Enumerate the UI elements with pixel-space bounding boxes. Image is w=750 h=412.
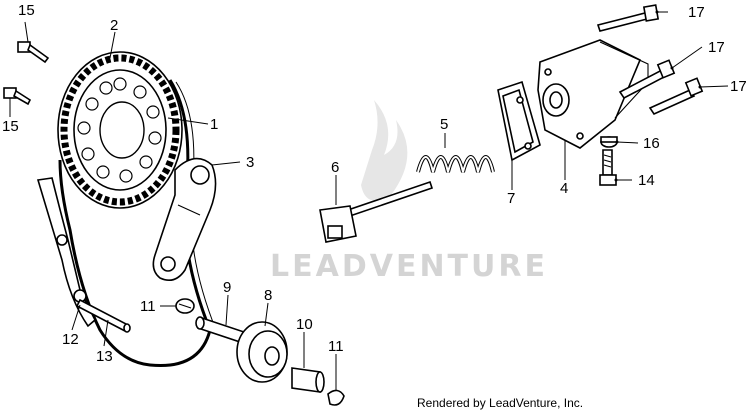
tensioner-housing-part: [537, 39, 649, 149]
bolt-part-17b: [618, 59, 676, 100]
callout-15a: 15: [18, 2, 35, 19]
callout-8: 8: [264, 287, 272, 304]
callout-2: 2: [110, 17, 118, 34]
callout-14: 14: [638, 172, 655, 189]
callout-17a: 17: [688, 4, 705, 21]
callout-11b: 11: [328, 338, 344, 355]
clip-part-11a: [175, 298, 195, 314]
spring-part: [416, 155, 495, 173]
callout-17b: 17: [708, 39, 725, 56]
callout-13: 13: [96, 348, 113, 365]
push-rod-part: [319, 180, 434, 243]
callout-1: 1: [210, 116, 218, 133]
guide-pin-part: [75, 298, 131, 333]
render-credit: Rendered by LeadVenture, Inc.: [417, 396, 584, 410]
nut-part: [600, 136, 618, 148]
watermark-flame-icon: [361, 100, 408, 201]
callout-5: 5: [440, 116, 448, 133]
stud-bolt-part: [599, 149, 617, 186]
leader-arrow-markers: [614, 10, 702, 182]
bolt-part-17c: [648, 77, 704, 116]
cam-sprocket-part: [57, 51, 183, 209]
callout-16: 16: [643, 135, 660, 152]
clip-part-11b: [327, 389, 345, 406]
bolt-part-15a: [17, 41, 50, 64]
leader-lines: [9, 11, 729, 390]
collar-part: [291, 367, 325, 393]
tensioner-roller-part: [236, 321, 288, 383]
callout-17c: 17: [730, 78, 747, 95]
callout-12: 12: [62, 331, 79, 348]
callout-11a: 11: [140, 298, 156, 315]
bolt-part-17a: [596, 4, 660, 32]
gasket-part: [497, 80, 541, 162]
chain-guide-part: [36, 177, 96, 328]
tensioner-arm-part: [152, 157, 217, 281]
bolt-part-15b: [3, 87, 32, 106]
callout-6: 6: [331, 159, 339, 176]
callout-3: 3: [246, 154, 254, 171]
callout-15b: 15: [2, 118, 19, 135]
callout-7: 7: [507, 190, 515, 207]
watermark-text: LEADVENTURE: [270, 249, 548, 284]
callout-4: 4: [560, 180, 568, 197]
callout-10: 10: [296, 316, 313, 333]
callout-labels: 15 15 2 1 3 5 6 7 4 17 17 17 16 14 8 9 1…: [2, 2, 747, 365]
watermark: LEADVENTURE: [270, 100, 548, 284]
callout-9: 9: [223, 279, 231, 296]
